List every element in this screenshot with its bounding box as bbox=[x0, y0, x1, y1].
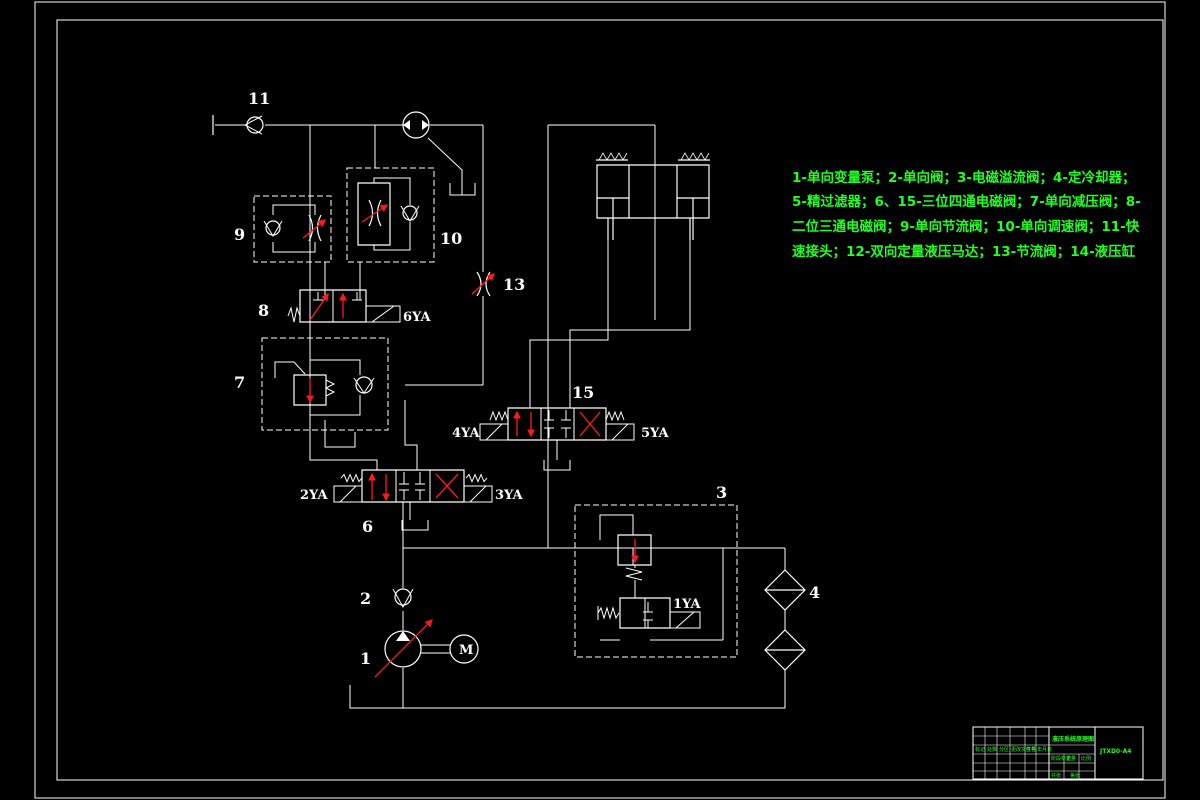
tb-cell-9: 共张 bbox=[1051, 772, 1061, 779]
legend-line-3: 二位三通电磁阀；9-单向节流阀；10-单向调速阀；11-快 bbox=[792, 218, 1140, 235]
label-9: 9 bbox=[234, 225, 245, 244]
legend-line-4: 速接头；12-双向定量液压马达；13-节流阀；14-液压缸 bbox=[792, 243, 1136, 260]
label-15: 15 bbox=[572, 383, 594, 402]
throttle-check-valve-9 bbox=[254, 196, 331, 262]
label-13: 13 bbox=[503, 275, 525, 294]
quick-coupling-11 bbox=[213, 115, 263, 135]
label-11: 11 bbox=[248, 89, 270, 108]
tb-cell-8: 比例 bbox=[1081, 755, 1091, 762]
flow-control-valve-10 bbox=[347, 168, 434, 262]
check-valve-2 bbox=[393, 589, 413, 607]
label-5ya: 5YA bbox=[641, 426, 669, 441]
drawing-frame-inner bbox=[57, 20, 1163, 780]
directional-valve-8 bbox=[288, 290, 400, 322]
label-8: 8 bbox=[258, 301, 269, 320]
pipelines bbox=[215, 125, 785, 708]
tb-cell-6: 阶段标记 bbox=[1051, 755, 1071, 762]
component-legend: 1-单向变量泵；2-单向阀；3-电磁溢流阀；4-定冷却器； 5-精过滤器；6、1… bbox=[792, 169, 1141, 260]
relief-valve-3 bbox=[575, 505, 737, 657]
label-6ya: 6YA bbox=[403, 310, 431, 325]
label-10: 10 bbox=[440, 229, 462, 248]
directional-valve-15 bbox=[480, 408, 634, 440]
label-4ya: 4YA bbox=[452, 426, 480, 441]
tb-cell-2: 分区 bbox=[999, 746, 1009, 753]
tb-cell-7: 重量 bbox=[1066, 755, 1076, 762]
legend-line-2: 5-精过滤器；6、15-三位四通电磁阀；7-单向减压阀；8- bbox=[792, 193, 1141, 210]
variable-pump-1 bbox=[375, 619, 450, 677]
legend-line-1: 1-单向变量泵；2-单向阀；3-电磁溢流阀；4-定冷却器； bbox=[792, 169, 1136, 186]
electric-motor: M bbox=[450, 635, 478, 663]
label-7: 7 bbox=[234, 373, 245, 392]
cooler-4 bbox=[765, 570, 805, 670]
tb-cell-10: 第张 bbox=[1070, 772, 1080, 779]
reducing-valve-7 bbox=[262, 338, 388, 430]
title-block: 液压系统原理图 JTXD0-A4 标记 处数 分区 更改文件号 签名 年月日 阶… bbox=[973, 727, 1143, 779]
directional-valve-6 bbox=[334, 470, 492, 502]
label-6: 6 bbox=[362, 517, 373, 536]
component-labels: 1 2 3 4 6 7 8 9 10 11 13 15 1YA 2YA 3YA … bbox=[234, 89, 820, 668]
title-block-title: 液压系统原理图 bbox=[1052, 735, 1094, 743]
tb-cell-3: 更改文件号 bbox=[1011, 746, 1036, 753]
label-3ya: 3YA bbox=[495, 488, 523, 503]
drawing-frame-outer bbox=[35, 2, 1165, 798]
label-4: 4 bbox=[809, 583, 820, 602]
tb-cell-4: 签名 bbox=[1026, 746, 1036, 753]
label-2ya: 2YA bbox=[300, 488, 328, 503]
hydraulic-cylinder-14 bbox=[596, 153, 710, 240]
tb-cell-5: 年月日 bbox=[1037, 746, 1052, 753]
throttle-valve-13 bbox=[472, 272, 495, 296]
label-2: 2 bbox=[360, 589, 371, 608]
label-1: 1 bbox=[360, 649, 371, 668]
label-1ya: 1YA bbox=[673, 597, 701, 612]
hydraulic-motor-12 bbox=[403, 112, 429, 138]
label-3: 3 bbox=[716, 483, 727, 502]
tb-cell-1: 处数 bbox=[987, 746, 997, 753]
tb-cell-0: 标记 bbox=[975, 746, 985, 753]
motor-label: M bbox=[459, 643, 473, 658]
title-block-code: JTXD0-A4 bbox=[1099, 748, 1131, 755]
